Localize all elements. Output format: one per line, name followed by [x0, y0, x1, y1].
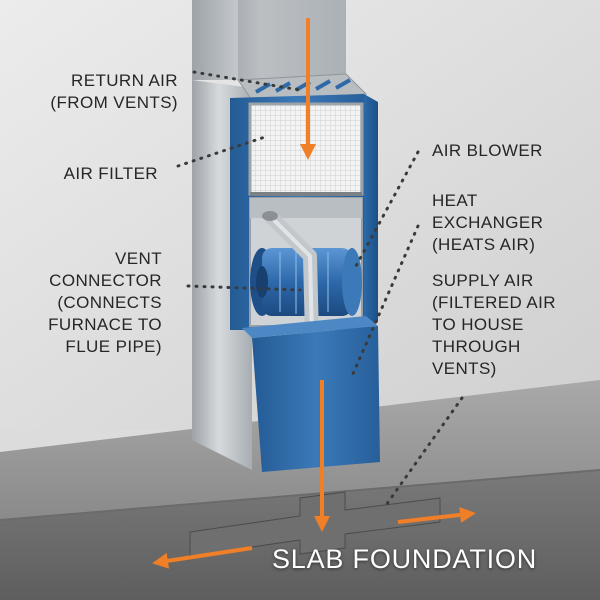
- supply-air-label: SUPPLY AIR (FILTERED AIR TO HOUSE THROUG…: [432, 271, 556, 378]
- heat-exchanger-label: HEAT EXCHANGER (HEATS AIR): [432, 191, 544, 254]
- vent-connector-label: VENT CONNECTOR (CONNECTS FURNACE TO FLUE…: [48, 249, 162, 356]
- heat-exchanger-plenum: [252, 326, 380, 472]
- air-blower-label: AIR BLOWER: [432, 141, 543, 160]
- airflow-arrows: [152, 18, 476, 569]
- air-filter-label: AIR FILTER: [63, 164, 158, 183]
- slab-foundation-title: SLAB FOUNDATION: [272, 544, 538, 574]
- return-air-label: RETURN AIR (FROM VENTS): [50, 71, 178, 112]
- leader-lines: [176, 70, 464, 510]
